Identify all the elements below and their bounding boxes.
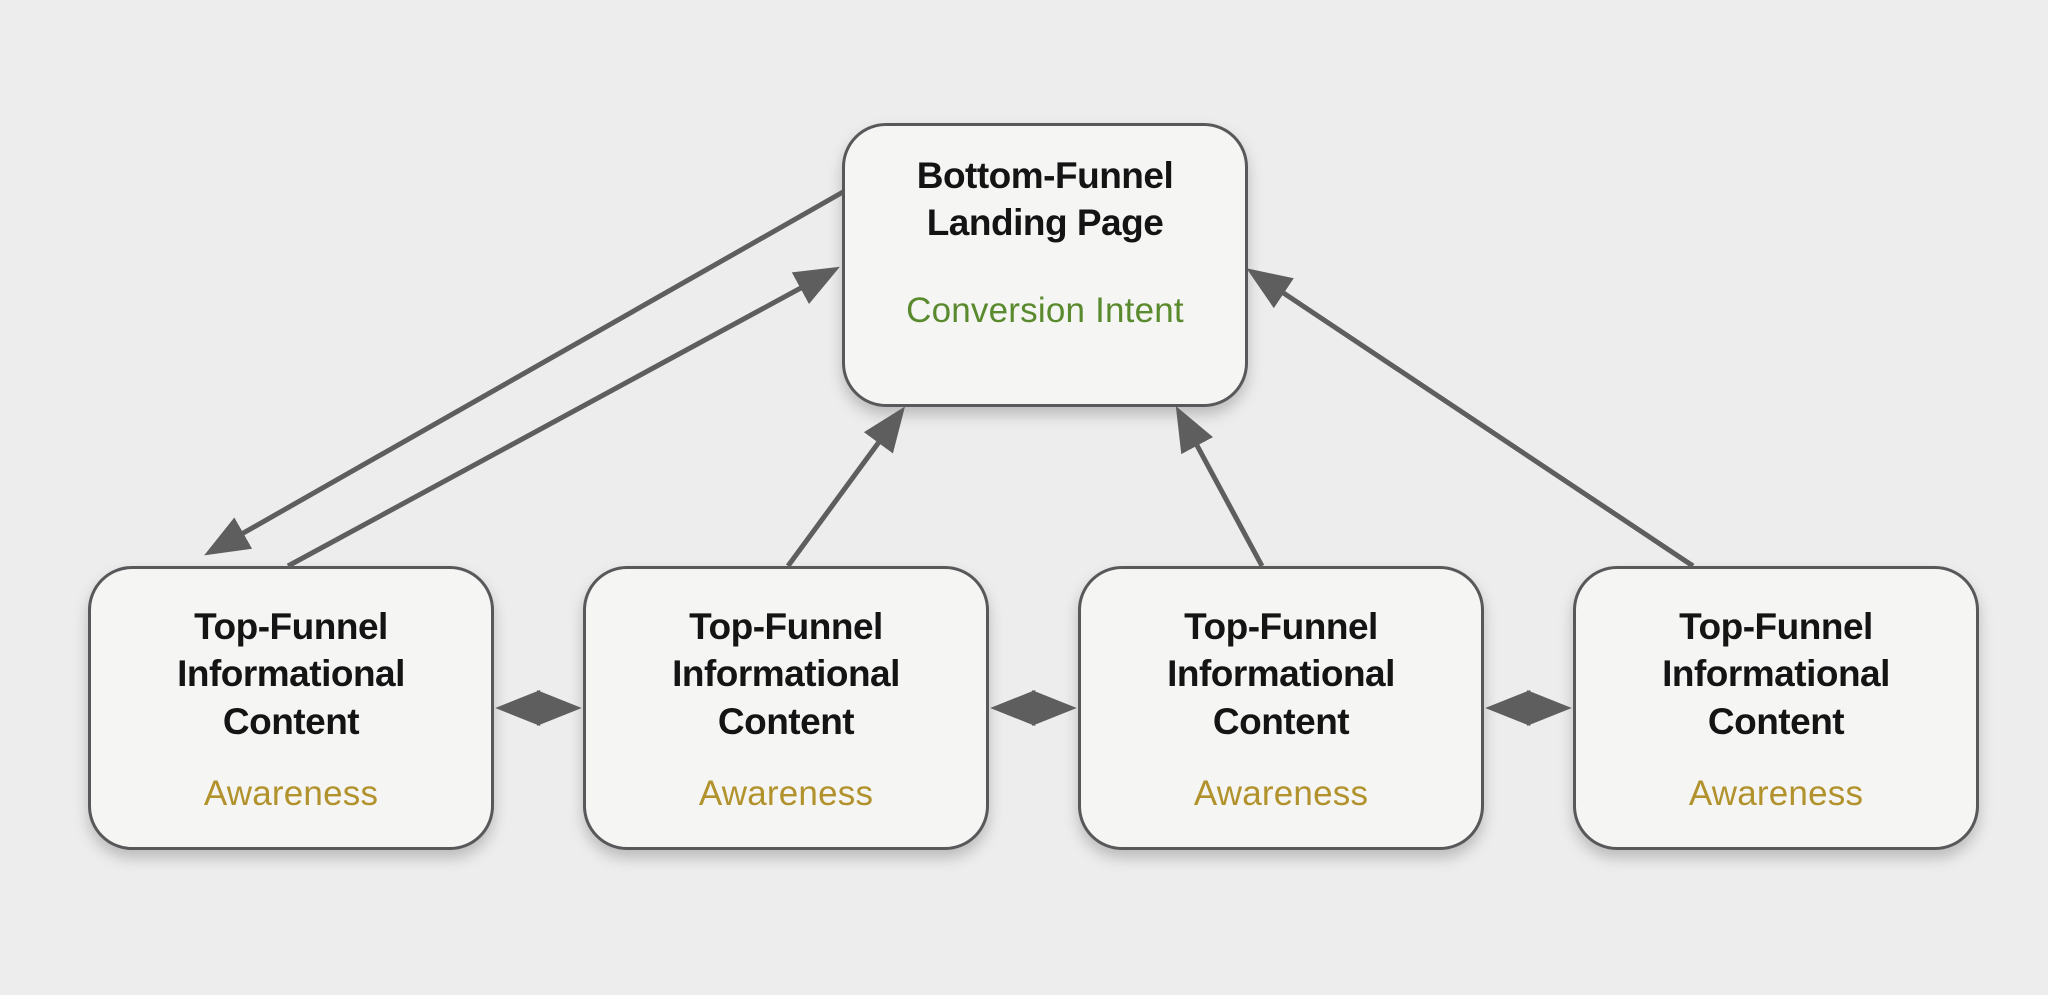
- arrow-topfunnel-4-to-landing: [1246, 268, 1695, 569]
- arrow-topfunnel-3-to-landing: [1175, 406, 1265, 568]
- node-subtitle: Awareness: [698, 774, 874, 813]
- node-top-funnel-content-4: Top-Funnel Informational Content Awarene…: [1573, 566, 1979, 850]
- node-title: Top-Funnel Informational Content: [1662, 606, 1890, 742]
- arrow-landing-to-topfunnel-1: [204, 189, 845, 556]
- node-top-funnel-content-2: Top-Funnel Informational Content Awarene…: [583, 566, 989, 850]
- node-subtitle: Conversion Intent: [906, 291, 1184, 330]
- node-bottom-funnel-landing-page: Bottom-Funnel Landing Page Conversion In…: [842, 123, 1248, 407]
- node-top-funnel-content-3: Top-Funnel Informational Content Awarene…: [1078, 566, 1484, 850]
- node-top-funnel-content-1: Top-Funnel Informational Content Awarene…: [88, 566, 494, 850]
- node-subtitle: Awareness: [1193, 774, 1369, 813]
- arrow-topfunnel-1-to-landing: [286, 266, 840, 569]
- node-title: Top-Funnel Informational Content: [177, 606, 405, 742]
- node-title: Bottom-Funnel Landing Page: [916, 155, 1174, 244]
- arrow-topfunnel-2-to-landing: [785, 406, 905, 568]
- node-title: Top-Funnel Informational Content: [672, 606, 900, 742]
- node-subtitle: Awareness: [203, 774, 379, 813]
- node-subtitle: Awareness: [1688, 774, 1864, 813]
- node-title: Top-Funnel Informational Content: [1167, 606, 1395, 742]
